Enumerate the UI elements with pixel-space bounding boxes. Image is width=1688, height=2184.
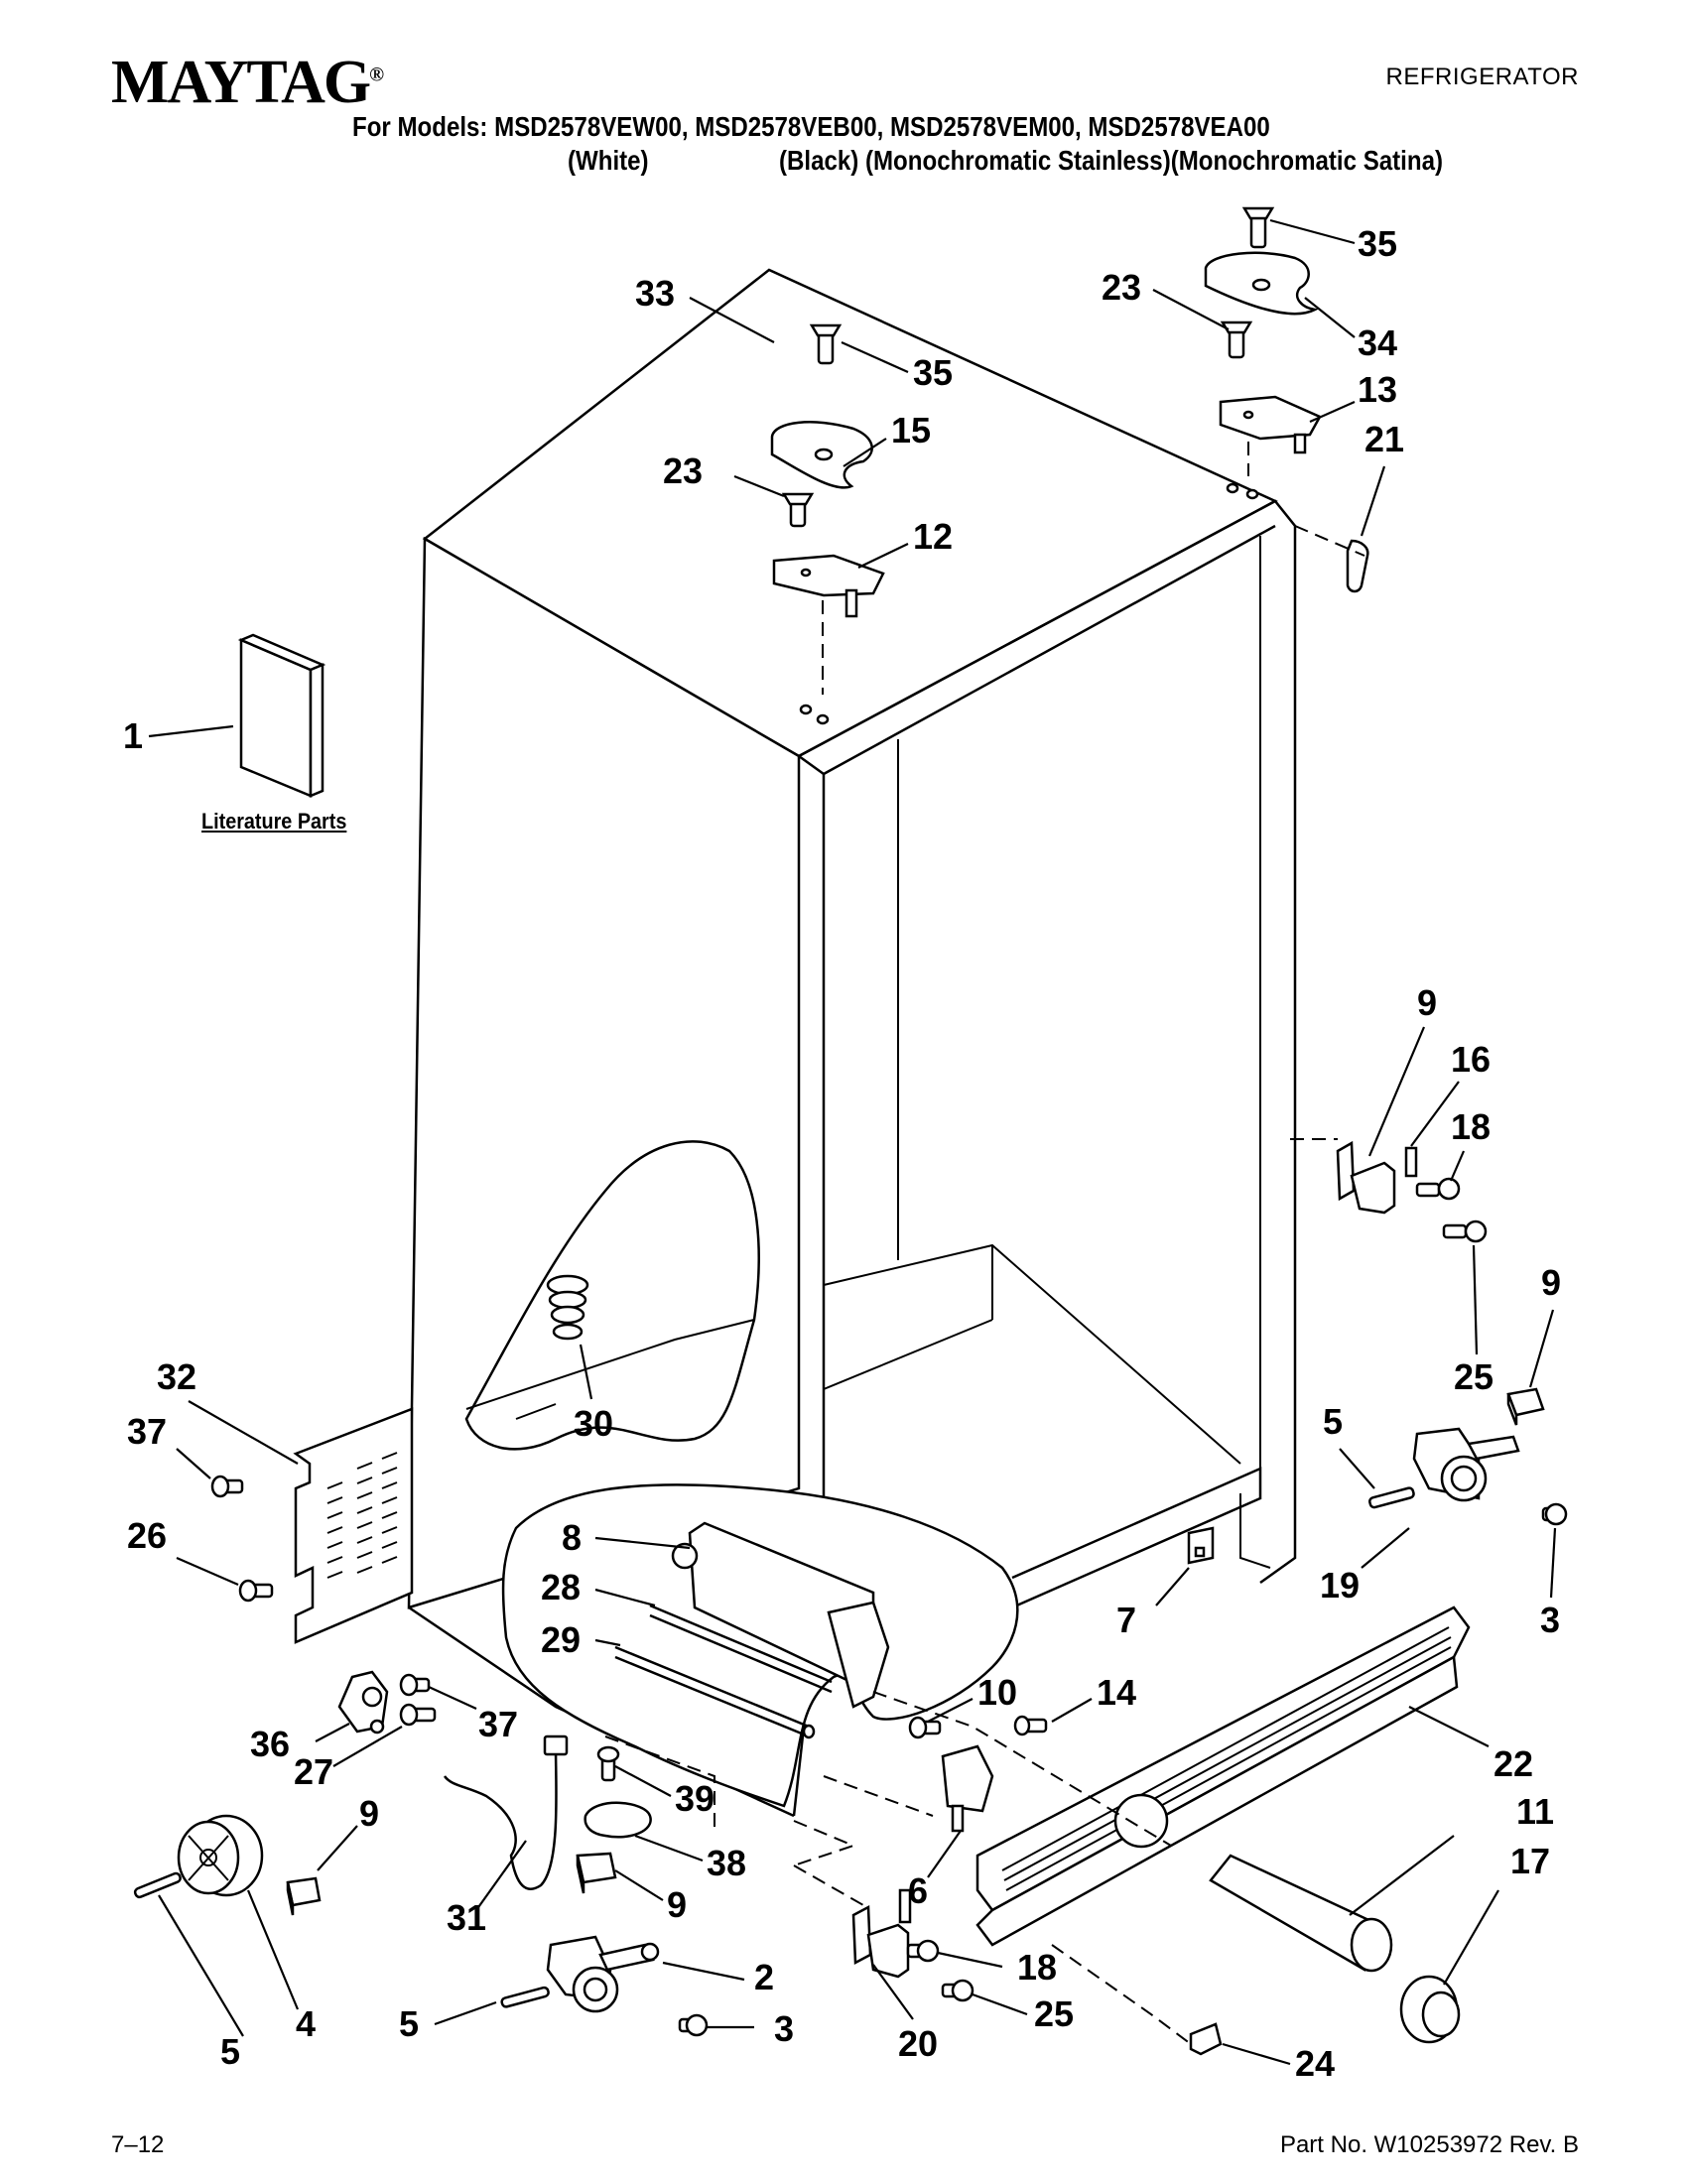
drain-trough: [614, 1521, 890, 1739]
callout-20: 20: [898, 2023, 938, 2064]
axle-left: [133, 1871, 182, 1899]
cutaway-view-drain: [464, 1140, 760, 1451]
callout-33: 33: [635, 273, 675, 314]
callout-18-lower: 18: [1017, 1947, 1057, 1988]
callout-8: 8: [562, 1517, 582, 1558]
filter-cap: [1399, 1975, 1461, 2044]
callout-31: 31: [447, 1897, 486, 1938]
callout-28: 28: [541, 1567, 581, 1607]
callout-34: 34: [1358, 322, 1397, 363]
callout-32: 32: [157, 1356, 196, 1397]
callout-38: 38: [707, 1843, 746, 1883]
callout-3-right: 3: [1540, 1600, 1560, 1640]
callout-3-lower: 3: [774, 2008, 794, 2049]
clip-38: [584, 1801, 652, 1839]
finish-white: (White): [568, 145, 649, 176]
callout-10: 10: [977, 1672, 1017, 1713]
callout-16: 16: [1451, 1039, 1491, 1080]
callout-24: 24: [1295, 2043, 1335, 2084]
drain-tube: [443, 1745, 558, 1890]
callout-14: 14: [1097, 1672, 1136, 1713]
brand-logo: MAYTAG®: [111, 49, 385, 116]
callout-39: 39: [675, 1778, 714, 1819]
callout-1: 1: [123, 715, 143, 756]
callout-35-right: 35: [1358, 223, 1397, 264]
clip-part-7: [1187, 1526, 1215, 1565]
callout-36: 36: [250, 1724, 290, 1764]
finish-others: (Black) (Monochromatic Stainless)(Monoch…: [779, 145, 1443, 176]
callout-25-lower: 25: [1034, 1993, 1074, 2034]
callout-19: 19: [1320, 1565, 1360, 1606]
toe-grille: [975, 1606, 1471, 1947]
callout-9-center: 9: [667, 1884, 687, 1925]
callout-29: 29: [541, 1619, 581, 1660]
lower-hinge-right: [1290, 1138, 1488, 1553]
callout-9-right: 9: [1541, 1262, 1561, 1303]
callout-2: 2: [754, 1957, 774, 1997]
callout-27: 27: [294, 1751, 333, 1792]
callout-23-center: 23: [663, 450, 703, 491]
callout-21: 21: [1364, 419, 1404, 459]
callout-35-center: 35: [913, 352, 953, 393]
callout-30: 30: [574, 1403, 613, 1444]
drain-fitting: [546, 1274, 589, 1341]
callout-pointers: [148, 218, 1557, 2066]
clip-24: [1189, 2022, 1223, 2056]
callout-26: 26: [127, 1515, 167, 1556]
part-number: Part No. W10253972 Rev. B: [1279, 2131, 1579, 2158]
callout-37-left: 37: [127, 1411, 167, 1452]
wheel-left: [177, 1814, 264, 1897]
callout-23-right: 23: [1102, 267, 1141, 308]
callout-9-left: 9: [359, 1793, 379, 1834]
axle-center: [500, 1986, 550, 2008]
leveler-bracket: [337, 1670, 389, 1734]
callout-5-center: 5: [399, 2003, 419, 2044]
page-code: 7–12: [111, 2131, 165, 2158]
callout-13: 13: [1358, 369, 1397, 410]
upper-hinge-right: [1204, 206, 1369, 593]
callout-5-right: 5: [1323, 1401, 1343, 1442]
roller-assembly-right: [1368, 1427, 1568, 1526]
bracket-6: [941, 1744, 994, 1833]
callout-7: 7: [1116, 1600, 1136, 1640]
roller-assembly-left: [546, 1935, 660, 2013]
callout-9-upper-right: 9: [1417, 982, 1437, 1023]
callout-6: 6: [908, 1870, 928, 1911]
callout-5-left: 5: [220, 2031, 240, 2072]
callout-18-right: 18: [1451, 1106, 1491, 1147]
callout-17: 17: [1510, 1841, 1550, 1881]
rear-grille: [293, 1407, 414, 1644]
callout-12: 12: [913, 516, 953, 557]
water-filter: [1209, 1854, 1393, 1973]
callout-25-right: 25: [1454, 1356, 1493, 1397]
document-type: REFRIGERATOR: [1385, 64, 1579, 90]
literature-booklet: [237, 633, 326, 798]
callout-11: 11: [1516, 1791, 1554, 1832]
callout-22: 22: [1493, 1743, 1533, 1784]
callout-37-lower: 37: [478, 1704, 518, 1744]
callout-15: 15: [891, 410, 931, 450]
cutaway-view-base: [501, 1483, 1019, 1808]
upper-hinge-left: [770, 323, 885, 725]
literature-parts-label: Literature Parts: [201, 809, 347, 834]
callout-numbers: 1 33 35 23 15 12 35 23 34 13 21 9 16 18 …: [123, 223, 1561, 2084]
callout-4: 4: [296, 2003, 316, 2044]
lower-hinge-left: [851, 1888, 912, 1979]
models-line: For Models: MSD2578VEW00, MSD2578VEB00, …: [352, 111, 1270, 142]
